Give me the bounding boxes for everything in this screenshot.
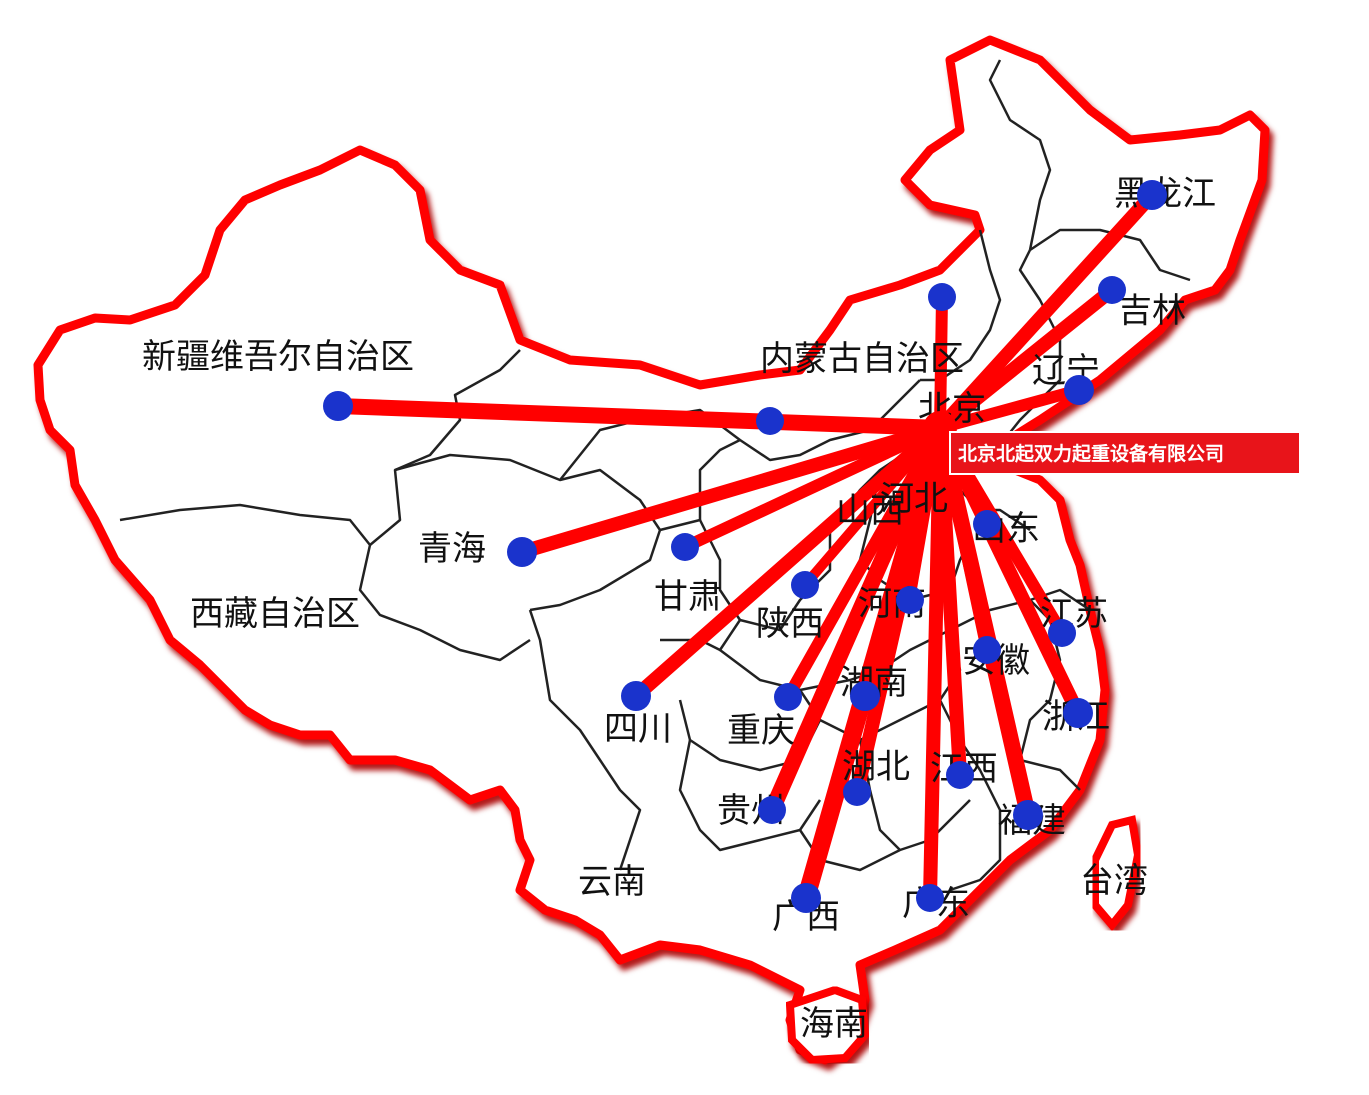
hainan-outline	[785, 985, 870, 1065]
node-guangdong	[916, 884, 944, 912]
route-sichuan	[629, 421, 947, 703]
company-label: 北京北起双力起重设备有限公司	[958, 442, 1224, 465]
node-chongqing	[774, 683, 802, 711]
node-anhui	[973, 636, 1001, 664]
node-jiangxi	[946, 761, 974, 789]
route-anhui	[934, 422, 993, 656]
label-shanxi: 山西	[836, 491, 904, 531]
node-xinjiang	[323, 391, 353, 421]
node-shaanxi	[791, 571, 819, 599]
destination-nodes	[323, 180, 1167, 913]
company-banner: 北京北起双力起重设备有限公司	[949, 431, 1301, 475]
node-jiangsu	[1048, 619, 1076, 647]
route-gansu	[679, 422, 946, 553]
node-zhejiang	[1063, 698, 1093, 728]
route-neimenggu-w	[764, 415, 946, 434]
node-heilongjiang	[1137, 180, 1167, 210]
node-shandong	[973, 510, 1001, 538]
label-qinghai: 青海	[418, 529, 486, 569]
beijing-hub-marker	[923, 411, 957, 445]
node-hubei	[843, 778, 871, 806]
label-xizang: 西藏自治区	[190, 594, 360, 634]
taiwan-outline	[1091, 815, 1143, 932]
route-shandong	[935, 423, 992, 529]
route-neimenggu-n	[934, 291, 948, 434]
route-heilongjiang	[933, 188, 1159, 435]
node-fujian	[1013, 800, 1043, 830]
routes	[330, 188, 1159, 907]
node-neimenggu-n	[928, 283, 956, 311]
mainland-outline	[33, 35, 1270, 1065]
route-qinghai	[515, 421, 947, 559]
node-jilin	[1098, 276, 1126, 304]
node-hunan	[850, 681, 880, 711]
label-neimenggu: 内蒙古自治区	[760, 339, 964, 379]
label-chongqing: 重庆	[727, 711, 795, 751]
node-neimenggu-w	[756, 407, 784, 435]
node-sichuan	[621, 681, 651, 711]
route-guizhou	[764, 420, 948, 818]
label-taiwan: 台湾	[1080, 861, 1148, 901]
route-liaoning	[934, 384, 1085, 434]
node-henan	[896, 586, 924, 614]
label-xinjiang: 新疆维吾尔自治区	[142, 337, 414, 377]
label-hainan: 海南	[800, 1004, 868, 1044]
label-hebei: 河北	[880, 479, 948, 519]
node-liaoning	[1064, 375, 1094, 405]
node-gansu	[671, 533, 699, 561]
node-qinghai	[507, 537, 537, 567]
label-jilin: 吉林	[1118, 291, 1186, 331]
label-sichuan: 四川	[604, 709, 672, 749]
label-yunnan: 云南	[578, 862, 646, 902]
label-shaanxi: 陕西	[756, 604, 824, 644]
label-gansu: 甘肃	[654, 577, 722, 617]
node-guangxi	[791, 883, 821, 913]
node-guizhou	[758, 796, 786, 824]
route-jiangxi	[933, 421, 967, 782]
